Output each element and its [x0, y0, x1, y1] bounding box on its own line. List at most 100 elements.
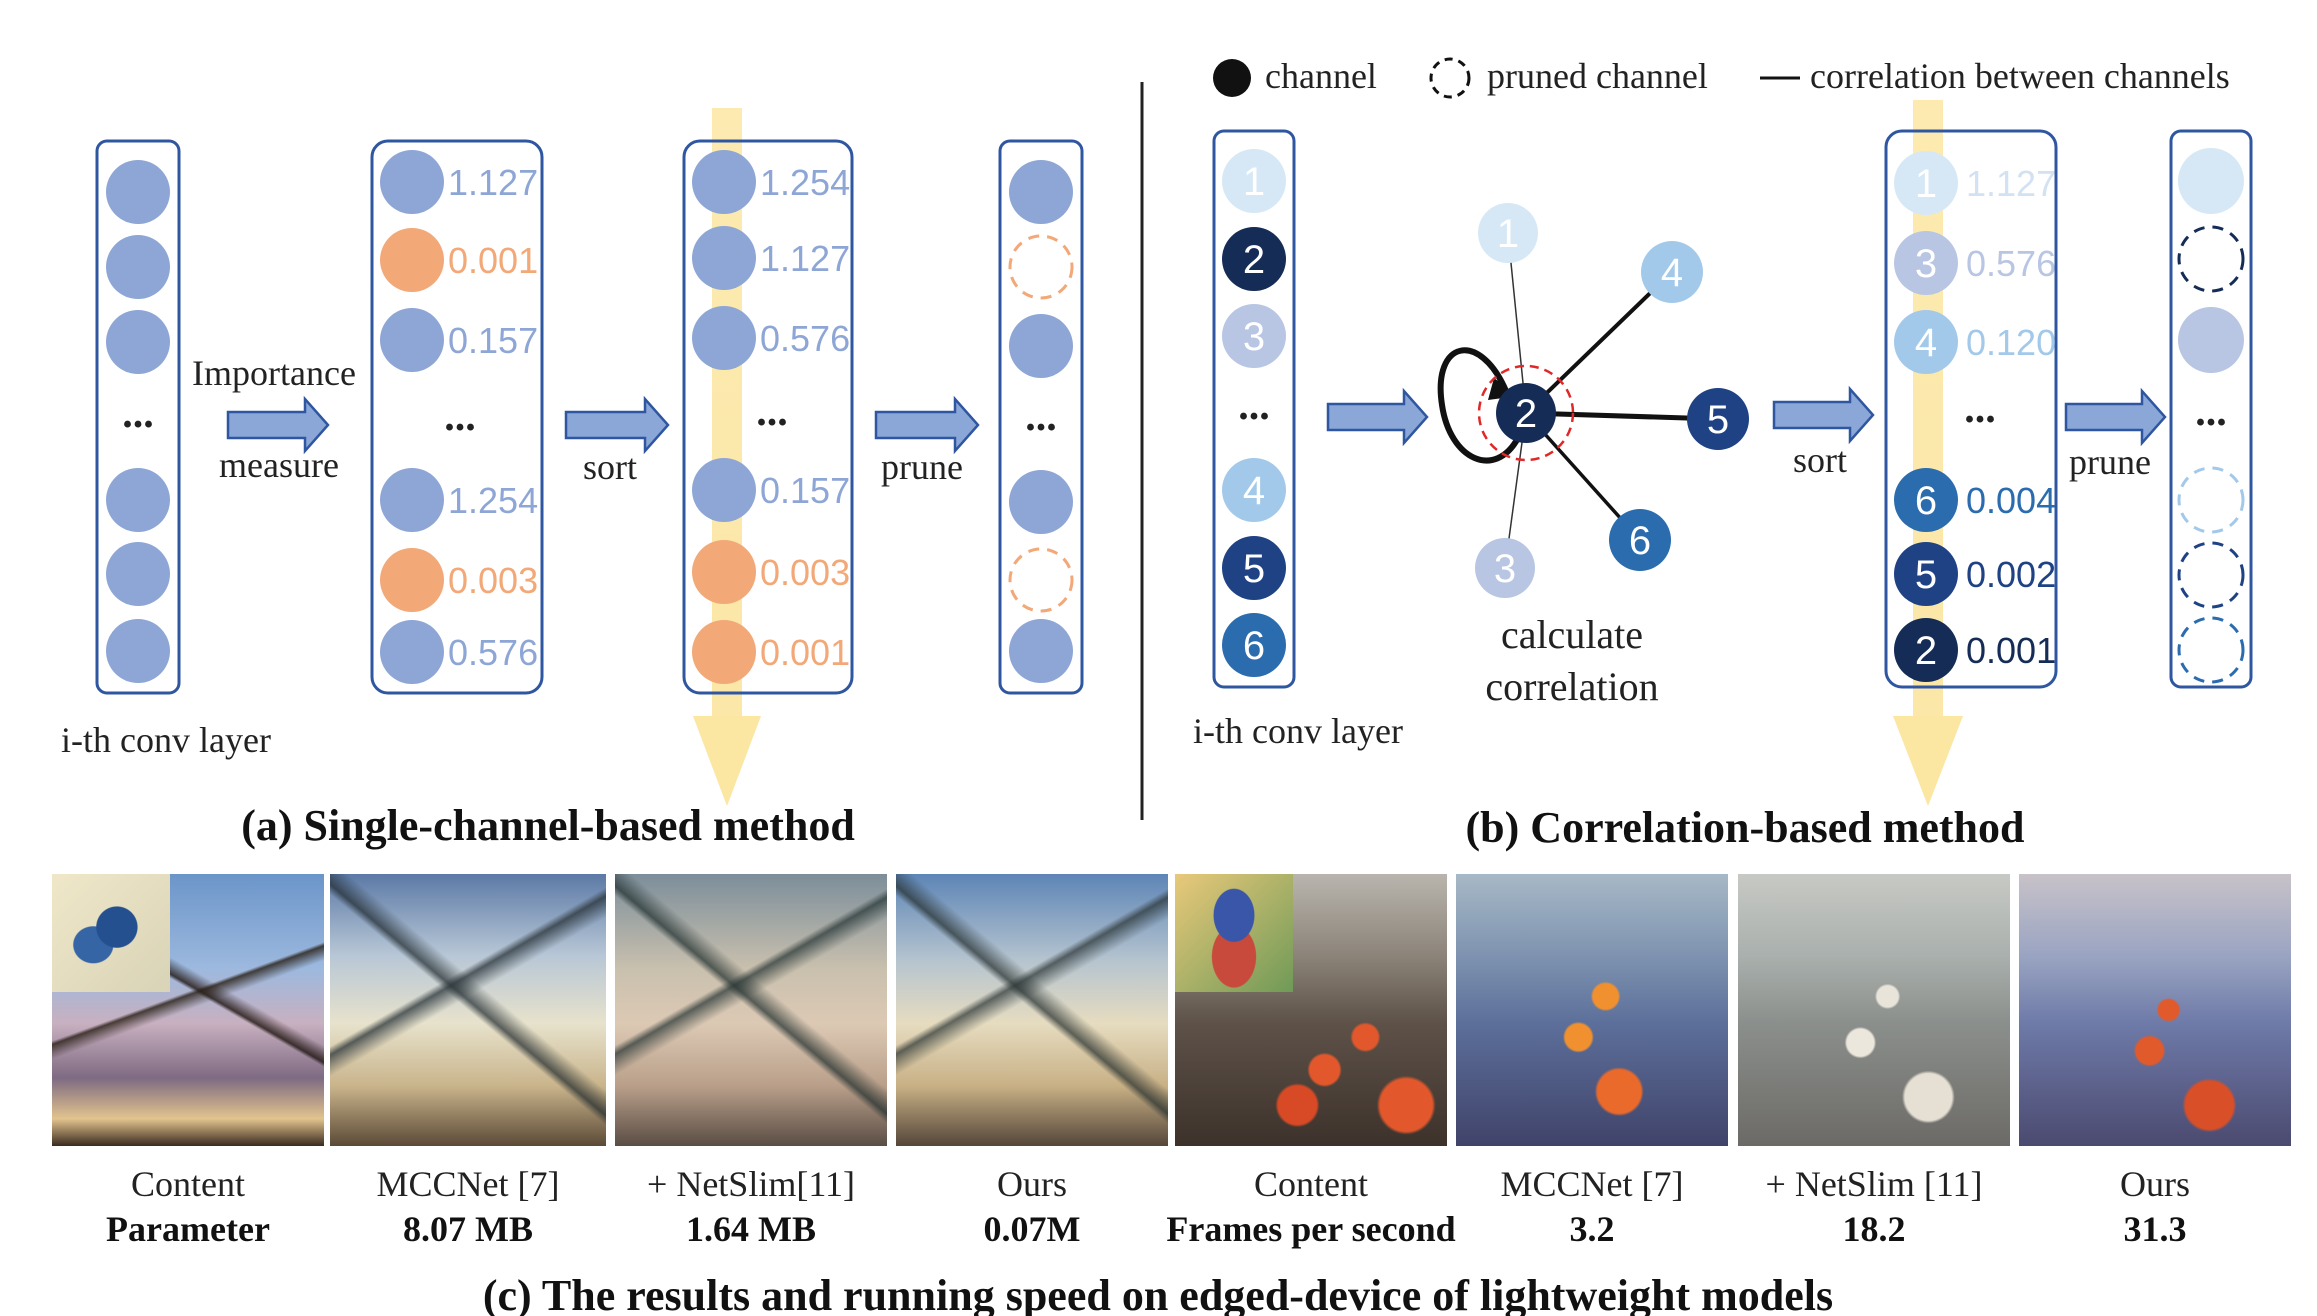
graph-node-id: 5	[1707, 398, 1729, 442]
panel-a-score-value: 0.576	[448, 632, 538, 673]
panel-b-layer-channel	[1222, 149, 1286, 213]
panel-a-score-value: 0.003	[448, 560, 538, 601]
panel-a-prune-label: prune	[881, 447, 963, 487]
correlation-edge	[1507, 232, 1527, 414]
result-name: Content	[131, 1164, 245, 1204]
result-metric: 8.07 MB	[403, 1209, 533, 1249]
panel-a-kept-channel	[1009, 160, 1073, 224]
graph-node-id: 1	[1497, 212, 1519, 256]
result-metric: Parameter	[106, 1209, 270, 1249]
panel-b-sorted-channel-id: 4	[1915, 321, 1937, 365]
panel-b-layer-channel	[1222, 536, 1286, 600]
panel-b-layer-box	[1212, 129, 1296, 689]
panel-b-sorted-channel	[1894, 618, 1958, 682]
panel-a-importance-label: Importance	[192, 353, 356, 393]
panel-a-score-value: 1.127	[448, 162, 538, 203]
panel-b-layer-channel-id: 4	[1243, 469, 1265, 513]
panel-a-sorted-dots: ...	[756, 389, 788, 435]
panel-a-scored-channel	[380, 308, 444, 372]
panel-b-pruned-box	[2169, 129, 2253, 689]
panel-b-kept-channel	[2178, 148, 2244, 214]
panel-a-score-value: 1.254	[448, 480, 538, 521]
panel-a-prune-arrow	[874, 395, 980, 455]
panel-b-layer-channel-id: 2	[1243, 238, 1265, 282]
panel-a-kept-channel	[1009, 619, 1073, 683]
result-image-content-building	[52, 874, 324, 1146]
panel-b-prune-arrow	[2064, 387, 2167, 447]
result-metric: Frames per second	[1166, 1209, 1455, 1249]
panel-a-scored-channel	[380, 620, 444, 684]
self-correlation-loop	[1437, 347, 1521, 464]
panel-a-scored-channel	[380, 228, 444, 292]
panel-a-pruned-dots: ...	[1025, 394, 1057, 440]
panel-b-layer-channel	[1222, 227, 1286, 291]
panel-a-sorted-channel	[692, 226, 756, 290]
panel-a-scored-channel	[380, 468, 444, 532]
panel-a-kept-channel	[1009, 314, 1073, 378]
panel-a-sorted-value: 0.157	[760, 470, 850, 511]
panel-b-layer-channel	[1222, 304, 1286, 368]
graph-node	[1478, 203, 1538, 263]
panel-a-sorted-channel	[692, 458, 756, 522]
panel-b-sorted-channel	[1894, 231, 1958, 295]
panel-a-scored-channel	[380, 548, 444, 612]
selected-channel-ring	[1477, 364, 1575, 462]
panel-b-sorted-channel-id: 5	[1915, 553, 1937, 597]
panel-b-sorted-channel-id: 3	[1915, 242, 1937, 286]
result-metric: 18.2	[1843, 1209, 1906, 1249]
calculate-label: calculate	[1501, 612, 1643, 657]
panel-b-sorted-channel-id: 1	[1915, 162, 1937, 206]
result-metric: 0.07M	[984, 1209, 1081, 1249]
graph-node	[1475, 538, 1535, 598]
panel-b-sorted-box	[1884, 129, 2058, 689]
graph-node-id: 3	[1494, 547, 1516, 591]
legend: channel pruned channel correlation betwe…	[1213, 56, 2230, 99]
panel-a-measure-arrow	[226, 395, 330, 455]
panel-a-sorted-value: 1.254	[760, 162, 850, 203]
legend-correlation-label: correlation between channels	[1810, 56, 2230, 96]
panel-a-pruned-channel	[1008, 234, 1074, 300]
result-metric: 1.64 MB	[686, 1209, 816, 1249]
panel-a-sort-label: sort	[583, 447, 637, 487]
graph-node	[1687, 388, 1749, 450]
panel-b-sort-label: sort	[1793, 440, 1847, 480]
panel-b-pruned-channel	[2177, 466, 2245, 534]
panel-b-sorted-value: 0.120	[1966, 322, 2056, 363]
panel-b-kept-channel	[2178, 307, 2244, 373]
panel-a-layer-channel	[106, 542, 170, 606]
result-image-netslim-building	[615, 874, 887, 1146]
panel-a-layer-channel	[106, 160, 170, 224]
result-image-ours-building	[896, 874, 1168, 1146]
result-name: Content	[1254, 1164, 1368, 1204]
panel-b-sorted-value: 1.127	[1966, 163, 2056, 204]
panel-a-layer-box	[95, 139, 181, 695]
panel-b-input-arrow	[1326, 387, 1429, 447]
panel-a-sorted-channel	[692, 540, 756, 604]
panel-a-layer-channel	[106, 310, 170, 374]
panel-a-measure-label: measure	[219, 445, 339, 485]
panel-b-layer-dots: ...	[1238, 383, 1270, 429]
panel-b-layer-channel-id: 1	[1243, 160, 1265, 204]
panel-b-layer-channel	[1222, 458, 1286, 522]
panel-a-sorted-value: 0.003	[760, 552, 850, 593]
panel-b-sorted-channel-id: 6	[1915, 479, 1937, 523]
result-metric: 3.2	[1570, 1209, 1615, 1249]
panel-a-layer-channel	[106, 619, 170, 683]
panel-a-layer-label: i-th conv layer	[61, 720, 271, 760]
panel-b-sorted-dots: ...	[1964, 386, 1996, 432]
panel-b-sorted-value: 0.002	[1966, 554, 2056, 595]
panel-b-sorted-channel	[1894, 542, 1958, 606]
legend-channel-icon	[1213, 59, 1251, 97]
legend-channel-label: channel	[1265, 56, 1377, 96]
panel-b-layer-channel-id: 5	[1243, 547, 1265, 591]
result-name: MCCNet [7]	[1501, 1164, 1684, 1204]
panel-b-sort-arrow	[1772, 385, 1875, 445]
panel-b-pruned-channel	[2177, 616, 2245, 684]
graph-node	[1496, 383, 1556, 443]
correlation-edge	[1525, 410, 1719, 422]
result-name: Ours	[2120, 1164, 2190, 1204]
panel-a-caption: (a) Single-channel-based method	[241, 801, 855, 850]
result-image-content-boats	[1175, 874, 1447, 1146]
panel-b-pruned-dots: ...	[2195, 389, 2227, 435]
